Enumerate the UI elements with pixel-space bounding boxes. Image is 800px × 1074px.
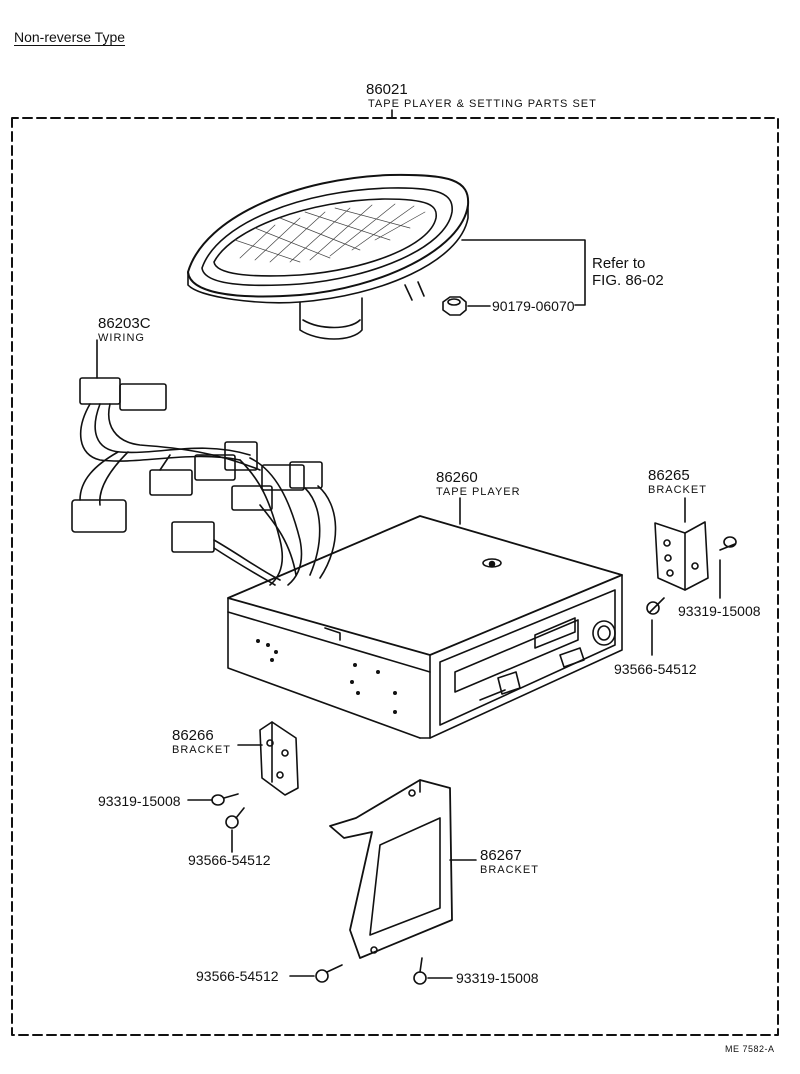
screw-right-1-part-number: 93319-15008 — [678, 603, 761, 619]
bracket-right-part-number: 86265 — [648, 467, 690, 484]
speaker-ref-line2: FIG. 86-02 — [592, 272, 664, 289]
bracket-left-drawing — [259, 721, 299, 796]
screw-left-2 — [225, 807, 245, 829]
screw-bottom-1-part-number: 93566-54512 — [196, 968, 279, 984]
screw-right-2 — [646, 597, 665, 615]
figure-code: ME 7582-A — [725, 1044, 775, 1054]
screw-bottom-1 — [315, 964, 343, 983]
set-part-name: TAPE PLAYER & SETTING PARTS SET — [368, 98, 597, 110]
bracket-bottom-part-name: BRACKET — [480, 864, 539, 876]
screw-bottom-2 — [413, 957, 427, 985]
screw-left-1-part-number: 93319-15008 — [98, 793, 181, 809]
wiring-part-name: WIRING — [98, 332, 145, 344]
screw-right-1 — [719, 536, 737, 551]
wiring-part-number: 86203C — [98, 315, 151, 332]
screw-left-1 — [211, 793, 239, 806]
set-boundary — [11, 117, 779, 1036]
wiring-drawing — [71, 339, 337, 586]
speaker-drawing — [187, 173, 470, 340]
bracket-left-part-name: BRACKET — [172, 744, 231, 756]
nut-part-number: 90179-06070 — [492, 298, 575, 314]
screw-bottom-2-part-number: 93319-15008 — [456, 970, 539, 986]
screw-left-2-part-number: 93566-54512 — [188, 852, 271, 868]
bracket-right-drawing — [654, 521, 709, 591]
bracket-right-part-name: BRACKET — [648, 484, 707, 496]
tape-player-drawing — [227, 515, 623, 739]
speaker-ref-line1: Refer to — [592, 255, 646, 272]
player-part-name: TAPE PLAYER — [436, 486, 521, 498]
bracket-left-part-number: 86266 — [172, 727, 214, 744]
nut-drawing — [442, 296, 467, 316]
speaker-ref-leader — [461, 239, 586, 306]
bracket-bottom-part-number: 86267 — [480, 847, 522, 864]
set-part-number: 86021 — [366, 81, 408, 98]
screw-right-2-part-number: 93566-54512 — [614, 661, 697, 677]
player-part-number: 86260 — [436, 469, 478, 486]
bracket-bottom-drawing — [329, 779, 453, 959]
diagram-title: Non-reverse Type — [14, 29, 126, 45]
